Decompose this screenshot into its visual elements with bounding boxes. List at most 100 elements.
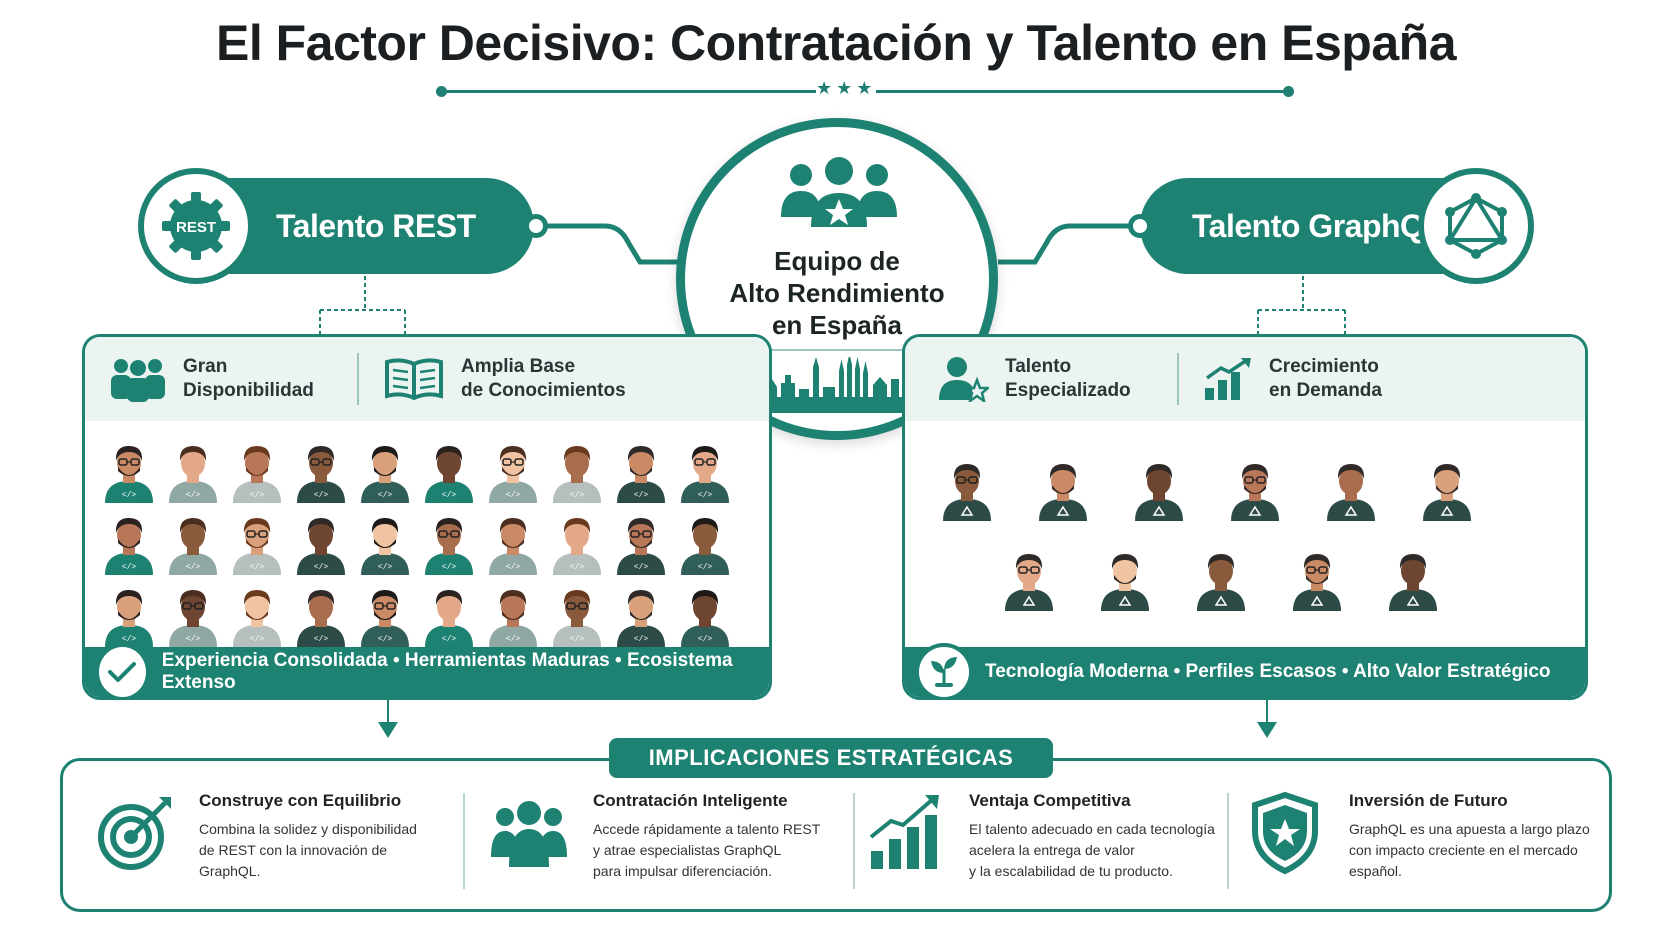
rest-talent-label: Talento REST: [276, 207, 476, 244]
graphql-developer-avatar: [1131, 455, 1187, 521]
implication-hiring: Contratación Inteligente Accede rápidame…: [483, 787, 843, 897]
rest-developer-avatar: </>: [485, 437, 541, 503]
rest-avatar-grid: </> </> </> </> </> </> </> </> </> </> </> </> </> <…: [101, 437, 761, 653]
graphql-icon: [1445, 193, 1507, 259]
graphql-footer-text: Tecnología Moderna • Perfiles Escasos • …: [985, 661, 1551, 682]
rest-developer-avatar: </>: [485, 581, 541, 647]
svg-text:</>: </>: [442, 635, 457, 644]
rest-developer-avatar: </>: [101, 437, 157, 503]
rest-developer-avatar: </>: [165, 509, 221, 575]
svg-text:</>: </>: [442, 491, 457, 500]
checkmark-icon: [95, 643, 150, 697]
svg-text:</>: </>: [506, 491, 521, 500]
svg-text:</>: </>: [378, 635, 393, 644]
rest-developer-avatar: </>: [101, 581, 157, 647]
svg-text:</>: </>: [570, 491, 585, 500]
rest-developer-avatar: </>: [293, 509, 349, 575]
svg-text:</>: </>: [442, 563, 457, 572]
rest-developer-avatar: </>: [421, 437, 477, 503]
rest-developer-avatar: </>: [293, 437, 349, 503]
implications-title: IMPLICACIONES ESTRATÉGICAS: [609, 738, 1053, 778]
rest-developer-avatar: </>: [293, 581, 349, 647]
graphql-developer-avatar: [1385, 545, 1441, 611]
graphql-developer-avatar: [1323, 455, 1379, 521]
svg-text:</>: </>: [698, 563, 713, 572]
svg-text:</>: </>: [122, 491, 137, 500]
rest-badge: REST: [138, 168, 254, 284]
graphql-developer-avatar: [1097, 545, 1153, 611]
svg-text:</>: </>: [122, 563, 137, 572]
svg-text:REST: REST: [176, 219, 216, 236]
svg-text:</>: </>: [314, 635, 329, 644]
svg-text:</>: </>: [698, 635, 713, 644]
implication-balance: Construye con Equilibrio Combina la soli…: [89, 787, 429, 897]
rest-connector-node: [524, 214, 548, 238]
svg-text:</>: </>: [378, 563, 393, 572]
rest-developer-avatar: </>: [485, 509, 541, 575]
barcelona-skyline-icon: [763, 357, 929, 413]
svg-text:</>: </>: [506, 635, 521, 644]
svg-text:</>: </>: [698, 491, 713, 500]
svg-text:</>: </>: [186, 635, 201, 644]
rest-developer-avatar: </>: [549, 509, 605, 575]
graphql-talent-label: Talento GraphQL: [1192, 207, 1444, 244]
rest-footer: Experiencia Consolidada • Herramientas M…: [85, 643, 769, 697]
graphql-footer: Tecnología Moderna • Perfiles Escasos • …: [905, 643, 1585, 697]
rest-developer-avatar: </>: [549, 581, 605, 647]
book-icon: [385, 358, 443, 401]
rest-developer-avatar: </>: [421, 581, 477, 647]
rest-developer-avatar: </>: [549, 437, 605, 503]
rest-developer-avatar: </>: [101, 509, 157, 575]
rest-developer-avatar: </>: [421, 509, 477, 575]
svg-text:</>: </>: [634, 563, 649, 572]
rest-footer-text: Experiencia Consolidada • Herramientas M…: [161, 650, 733, 693]
graphql-developer-avatar: [1001, 545, 1057, 611]
graphql-developer-avatar: [1227, 455, 1283, 521]
svg-text:</>: </>: [250, 491, 265, 500]
graphql-badge: [1418, 168, 1534, 284]
svg-text:</>: </>: [314, 563, 329, 572]
rest-developer-avatar: </>: [613, 437, 669, 503]
rest-developer-avatar: </>: [613, 509, 669, 575]
graphql-developer-avatar: [1193, 545, 1249, 611]
rest-developer-avatar: </>: [613, 581, 669, 647]
implication-future: Inversión de Futuro GraphQL es una apues…: [1239, 787, 1599, 897]
graphql-developer-avatar: [1419, 455, 1475, 521]
sprout-icon: [915, 643, 973, 697]
target-icon: [89, 787, 181, 879]
graphql-connector-node: [1128, 214, 1152, 238]
page-title: El Factor Decisivo: Contratación y Talen…: [215, 15, 1457, 71]
rest-developer-avatar: </>: [229, 581, 285, 647]
rest-developer-avatar: </>: [165, 581, 221, 647]
graphql-developer-avatar: [1289, 545, 1345, 611]
shield-star-icon: [1239, 787, 1331, 879]
svg-text:</>: </>: [250, 635, 265, 644]
rest-developer-avatar: </>: [677, 509, 733, 575]
team-icon: [483, 787, 575, 879]
implication-advantage: Ventaja Competitiva El talento adecuado …: [859, 787, 1219, 897]
svg-text:</>: </>: [570, 635, 585, 644]
graphql-developer-avatar: [1035, 455, 1091, 521]
svg-text:</>: </>: [122, 635, 137, 644]
person-star-icon: [939, 357, 989, 402]
bar-growth-icon: [859, 787, 951, 879]
rest-developer-avatar: </>: [677, 437, 733, 503]
svg-text:</>: </>: [250, 563, 265, 572]
team-star-icon: [781, 157, 897, 227]
implications-box: Construye con Equilibrio Combina la soli…: [60, 758, 1612, 912]
svg-text:</>: </>: [186, 563, 201, 572]
growth-chart-icon: [1205, 358, 1251, 400]
rest-developer-avatar: </>: [677, 581, 733, 647]
decorative-stars: ★★★: [816, 78, 877, 99]
rest-developer-avatar: </>: [357, 437, 413, 503]
svg-text:</>: </>: [570, 563, 585, 572]
graphql-developer-avatar: [939, 455, 995, 521]
